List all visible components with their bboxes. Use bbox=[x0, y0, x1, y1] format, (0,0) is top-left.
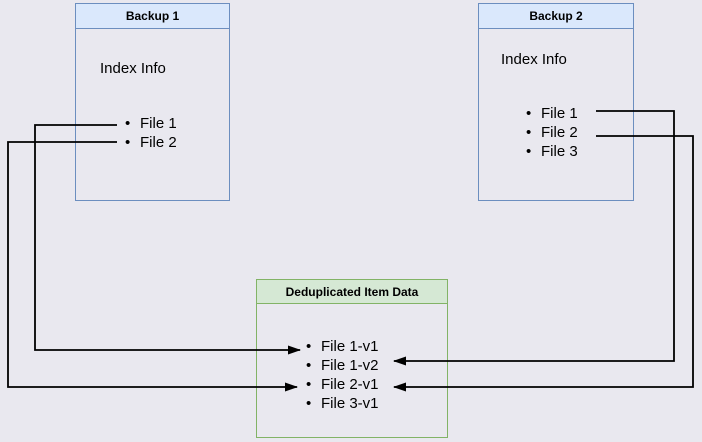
backup2-index-info-label: Index Info bbox=[501, 51, 567, 68]
backup2-file-list: File 1 File 2 File 3 bbox=[526, 104, 578, 161]
list-item: File 3 bbox=[526, 142, 578, 161]
backup1-title: Backup 1 bbox=[76, 4, 229, 29]
backup1-index-info-label: Index Info bbox=[100, 60, 166, 77]
list-item: File 3-v1 bbox=[306, 394, 379, 413]
dedup-file-list: File 1-v1 File 1-v2 File 2-v1 File 3-v1 bbox=[306, 337, 379, 413]
dedup-title: Deduplicated Item Data bbox=[257, 280, 447, 304]
list-item: File 2 bbox=[125, 133, 177, 152]
backup2-title: Backup 2 bbox=[479, 4, 633, 29]
list-item: File 1-v1 bbox=[306, 337, 379, 356]
list-item: File 1 bbox=[125, 114, 177, 133]
backup2-box: Backup 2 Index Info File 1 File 2 File 3 bbox=[478, 3, 634, 201]
list-item: File 2-v1 bbox=[306, 375, 379, 394]
list-item: File 1-v2 bbox=[306, 356, 379, 375]
list-item: File 1 bbox=[526, 104, 578, 123]
backup1-box: Backup 1 Index Info File 1 File 2 bbox=[75, 3, 230, 201]
backup1-file-list: File 1 File 2 bbox=[125, 114, 177, 152]
deduplicated-item-data-box: Deduplicated Item Data File 1-v1 File 1-… bbox=[256, 279, 448, 438]
list-item: File 2 bbox=[526, 123, 578, 142]
